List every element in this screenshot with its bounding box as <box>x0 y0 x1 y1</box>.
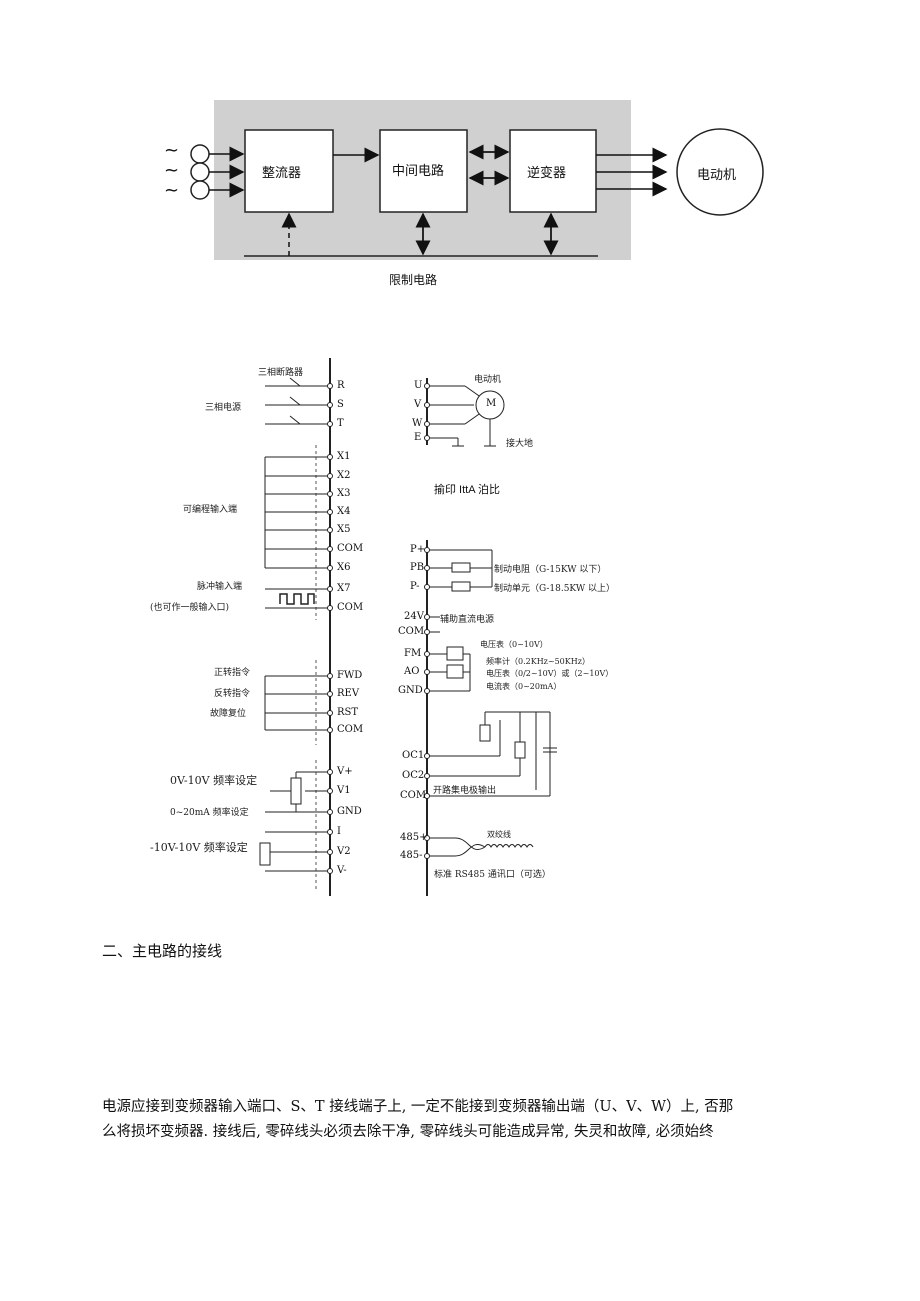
wiring-diagram <box>259 358 557 896</box>
breaker-label: 三相断路器 <box>258 368 304 378</box>
terminal-RST: RST <box>337 707 359 718</box>
intermediate-label: 中间电路 <box>392 164 445 179</box>
terminal-24V: 24V <box>404 611 424 622</box>
terminal-REV: REV <box>337 688 360 699</box>
power-label: 三相电源 <box>205 403 242 413</box>
terminal-U: U <box>414 380 423 391</box>
terminal-485minus: 485- <box>400 850 423 861</box>
aux-power-label: 辅助直流电源 <box>440 615 495 625</box>
terminal-FM: FM <box>404 648 422 659</box>
ac-symbol-1: ~ <box>164 140 180 161</box>
meter-label-4: 电流表（0~20mA） <box>486 682 562 691</box>
rectifier-label: 整流器 <box>262 166 302 181</box>
terminal-OC1: OC1 <box>402 750 425 761</box>
terminal-Vminus: V- <box>337 865 347 876</box>
motor-circle <box>676 128 764 216</box>
ground-label: 接大地 <box>506 439 534 449</box>
terminal-Pplus: P+ <box>410 544 426 555</box>
terminal-X1: X1 <box>337 451 351 462</box>
terminal-W: W <box>412 418 423 429</box>
terminal-OC2: OC2 <box>402 770 425 781</box>
freq-pm10-label: -10V-10V 频率设定 <box>150 841 248 854</box>
ac-source-1 <box>190 144 210 164</box>
paragraph-line-2: 么将损坏变频器. 接线后, 零碎线头必须去除干净, 零碎线头可能造成异常, 失灵… <box>102 1124 714 1140</box>
freq-0-10-label: 0V-10V 频率设定 <box>170 774 258 787</box>
block-diagram <box>190 100 764 260</box>
terminal-X6: X6 <box>337 562 351 573</box>
rectifier-block <box>244 129 334 213</box>
twisted-pair-label: 双绞线 <box>487 830 511 839</box>
ac-symbol-3: ~ <box>164 180 180 201</box>
terminal-R: R <box>337 380 345 391</box>
terminal-V: V <box>414 399 422 410</box>
rev-cmd-label: 反转指令 <box>214 689 251 699</box>
terminal-FWD: FWD <box>337 670 363 681</box>
inverter-label: 逆变器 <box>527 166 567 181</box>
motor-label: 电动机 <box>697 168 737 183</box>
terminal-V1: V1 <box>337 785 351 796</box>
terminal-AO: AO <box>404 666 420 677</box>
meter-label-1: 电压表（0~10V） <box>480 640 548 649</box>
terminal-PB: PB <box>410 562 425 573</box>
terminal-COM-2: COM <box>337 602 364 613</box>
terminal-E: E <box>414 432 422 443</box>
terminal-V2: V2 <box>337 846 351 857</box>
terminal-Pminus: P- <box>410 581 420 592</box>
motor-caption: 揄印 IttA 泊比 <box>434 484 501 496</box>
terminal-GND-meter: GND <box>398 685 423 696</box>
intermediate-block <box>379 129 468 213</box>
terminal-X5: X5 <box>337 524 351 535</box>
terminal-X3: X3 <box>337 488 351 499</box>
terminal-X7: X7 <box>337 583 351 594</box>
paragraph-line-1: 电源应接到变频器输入端口、S、T 接线端子上, 一定不能接到变频器输出端（U、V… <box>102 1099 734 1115</box>
terminal-COM-3: COM <box>337 724 364 735</box>
terminal-COM-aux: COM <box>398 626 425 637</box>
reset-label: 故障复位 <box>210 709 247 719</box>
freq-0-20-label: 0~20mA 频率设定 <box>170 808 249 818</box>
ac-source-2 <box>190 162 210 182</box>
terminal-X4: X4 <box>337 506 351 517</box>
brake-unit-label: 制动单元（G-18.5KW 以上） <box>494 584 615 594</box>
terminal-S: S <box>337 399 344 410</box>
terminal-T: T <box>337 418 344 429</box>
ac-symbol-2: ~ <box>164 160 180 181</box>
ac-source-3 <box>190 180 210 200</box>
meter-label-2: 频率计（0.2KHz~50KHz） <box>486 657 590 666</box>
brake-resistor-label: 制动电阻（G-15KW 以下） <box>494 565 607 575</box>
terminal-COM-oc: COM <box>400 790 427 801</box>
terminal-X2: X2 <box>337 470 351 481</box>
terminal-Vplus: V+ <box>337 766 353 777</box>
section-heading: 二、主电路的接线 <box>102 942 223 960</box>
pulse-note-label: (也可作一般输入口) <box>150 603 230 613</box>
terminal-I: I <box>337 826 341 837</box>
terminal-COM-1: COM <box>337 543 364 554</box>
rs485-label: 标准 RS485 通讯口（可选） <box>434 870 551 880</box>
terminal-GND: GND <box>337 806 362 817</box>
fwd-cmd-label: 正转指令 <box>214 668 251 678</box>
meter-label-3: 电压表（0/2~10V）或（2~10V） <box>486 669 614 678</box>
oc-output-label: 开路集电极输出 <box>433 786 497 796</box>
inverter-block <box>509 129 597 213</box>
pulse-input-label: 脉冲输入端 <box>197 582 243 592</box>
motor-small-label: 电动机 <box>474 375 502 385</box>
prog-input-label: 可编程输入端 <box>183 505 238 515</box>
terminal-485plus: 485+ <box>400 832 428 843</box>
motor-symbol: M <box>486 398 497 409</box>
diagram-caption: 限制电路 <box>389 273 438 287</box>
